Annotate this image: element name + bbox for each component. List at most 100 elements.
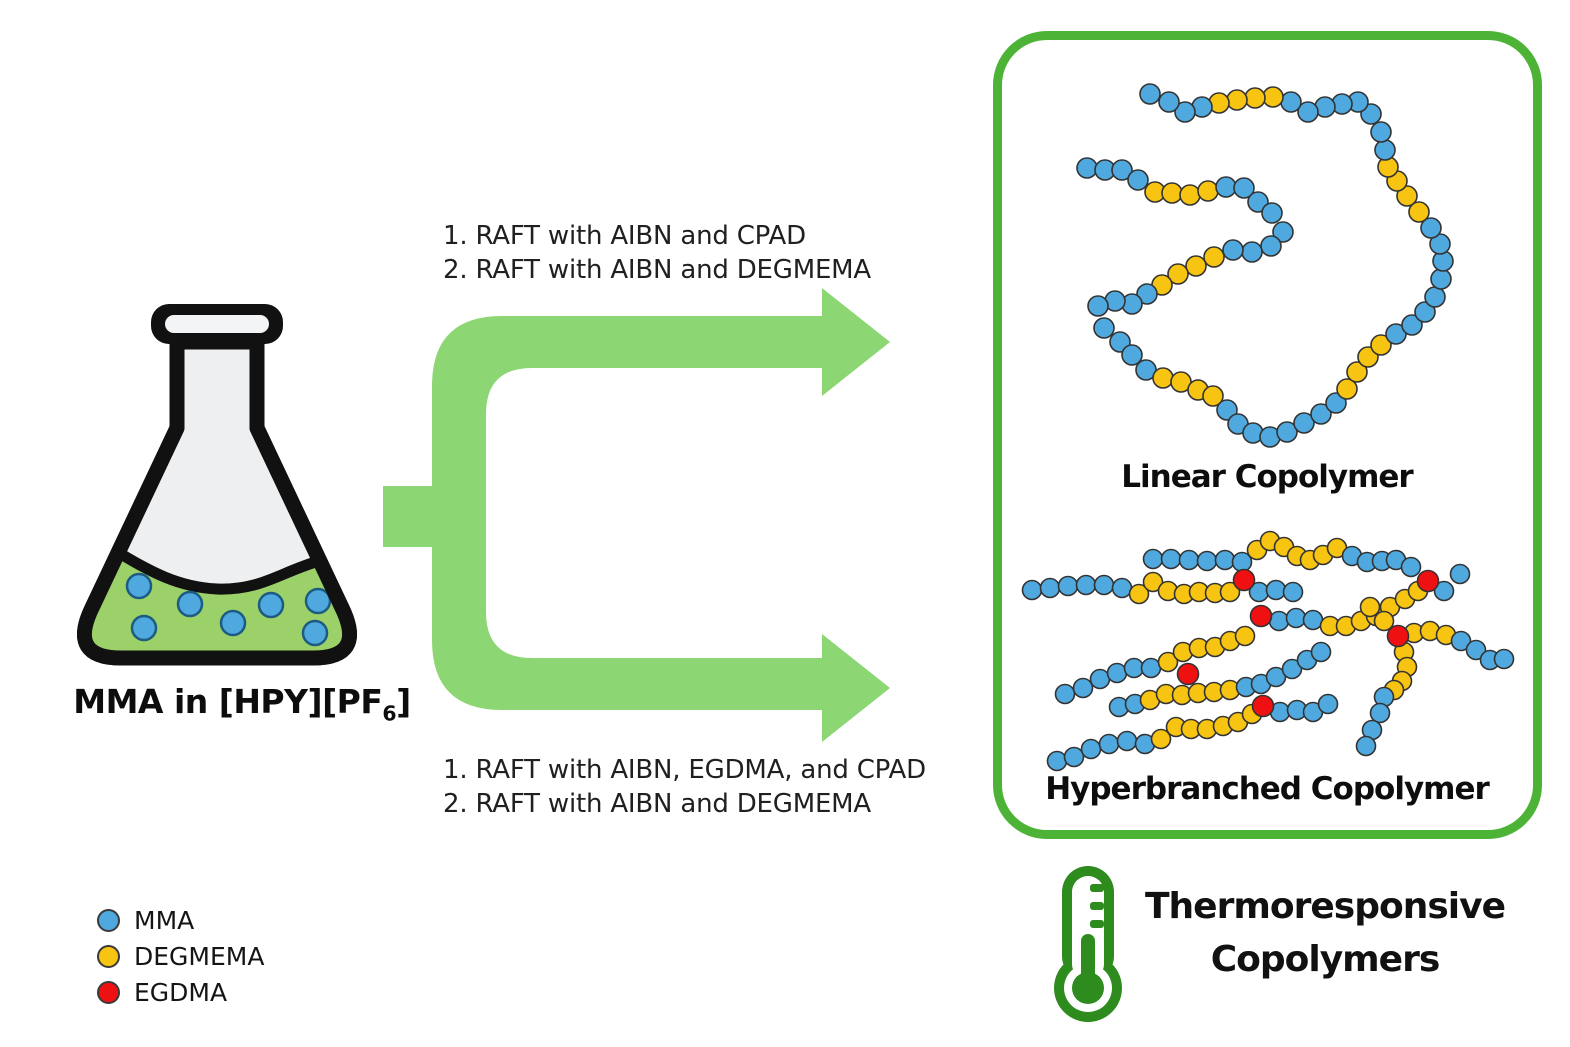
thermoresponsive-title-line1: Thermoresponsive	[1145, 886, 1506, 927]
monomer-bead	[1128, 583, 1150, 605]
crosslink-bead	[1176, 662, 1200, 686]
mma-bubble	[176, 590, 204, 618]
monomer-bead	[1160, 548, 1182, 570]
monomer-bead	[1076, 157, 1098, 179]
monomer-bead	[1285, 607, 1307, 629]
monomer-bead	[1465, 639, 1487, 661]
top-route-step-2: 2. RAFT with AIBN and DEGMEMA	[443, 255, 871, 285]
monomer-bead	[1310, 403, 1332, 425]
monomer-bead	[1400, 556, 1422, 578]
mma-bubble	[301, 619, 329, 647]
crosslink-bead	[1386, 624, 1410, 648]
monomer-bead	[1054, 683, 1076, 705]
monomer-bead	[1265, 666, 1287, 688]
monomer-bead	[1373, 610, 1395, 632]
flask-icon	[76, 304, 358, 666]
monomer-bead	[1106, 662, 1128, 684]
monomer-bead	[1297, 101, 1319, 123]
monomer-bead	[1196, 550, 1218, 572]
crosslink-bead	[1416, 569, 1440, 593]
monomer-bead	[1161, 182, 1183, 204]
mma-bubble	[219, 609, 247, 637]
monomer-bead	[1370, 334, 1392, 356]
monomer-bead	[1244, 87, 1266, 109]
mma-dot-icon	[97, 909, 120, 932]
hyperbranched-copolymer-graphic	[1021, 530, 1515, 772]
monomer-bead	[1424, 286, 1446, 308]
monomer-bead	[1396, 185, 1418, 207]
monomer-bead	[1202, 385, 1224, 407]
monomer-bead	[1268, 610, 1290, 632]
monomer-bead	[1075, 574, 1097, 596]
monomer-bead	[1185, 255, 1207, 277]
monomer-bead	[1336, 378, 1358, 400]
monomer-bead	[1317, 693, 1339, 715]
legend-item-MMA: MMA	[97, 906, 264, 935]
monomer-bead	[1174, 101, 1196, 123]
monomer-bead	[1374, 139, 1396, 161]
crosslink-bead	[1232, 568, 1256, 592]
legend-item-EGDMA: EGDMA	[97, 978, 264, 1007]
bottom-route-step-2: 2. RAFT with AIBN and DEGMEMA	[443, 789, 871, 819]
monomer-bead	[1414, 301, 1436, 323]
monomer-bead	[1057, 575, 1079, 597]
monomer-bead	[1203, 246, 1225, 268]
mma-bubble	[304, 587, 332, 615]
flask-label-main: MMA in [HPY][PF	[73, 682, 383, 721]
top-route-steps: 1. RAFT with AIBN and CPAD 2. RAFT with …	[443, 219, 871, 287]
monomer-bead	[1265, 579, 1287, 601]
hyperbranched-copolymer-label: Hyperbranched Copolymer	[1045, 771, 1490, 807]
monomer-bead	[1450, 630, 1472, 652]
monomer-bead	[1241, 241, 1263, 263]
monomer-bead	[1215, 176, 1237, 198]
thermometer-icon	[1054, 866, 1122, 1022]
monomer-bead	[1214, 549, 1236, 571]
monomer-bead	[1039, 577, 1061, 599]
monomer-bead	[1046, 750, 1068, 772]
bottom-route-steps: 1. RAFT with AIBN, EGDMA, and CPAD 2. RA…	[443, 753, 926, 821]
monomer-bead	[1420, 217, 1442, 239]
monomer-bead	[1140, 657, 1162, 679]
monomer-bead	[1280, 91, 1302, 113]
monomer-bead	[1281, 658, 1303, 680]
monomer-bead	[1262, 86, 1284, 108]
monomer-bead	[1127, 169, 1149, 191]
monomer-bead	[1142, 548, 1164, 570]
monomer-bead	[1282, 581, 1304, 603]
monomer-bead	[1087, 295, 1109, 317]
monomer-bead	[1178, 549, 1200, 571]
legend: MMA DEGMEMA EGDMA	[97, 906, 264, 1014]
monomer-bead	[1226, 89, 1248, 111]
monomer-bead	[1234, 625, 1256, 647]
monomer-bead	[1346, 361, 1368, 383]
thermoresponsive-title: Thermoresponsive Copolymers	[1120, 880, 1530, 986]
crosslink-bead	[1251, 694, 1275, 718]
monomer-bead	[1247, 191, 1269, 213]
linear-copolymer-label: Linear Copolymer	[1121, 459, 1413, 495]
legend-label: MMA	[134, 906, 195, 935]
flask-label-subscript: 6	[382, 701, 397, 726]
monomer-bead	[1111, 577, 1133, 599]
top-route-step-1: 1. RAFT with AIBN and CPAD	[443, 221, 806, 251]
mma-bubble	[130, 614, 158, 642]
monomer-bead	[1429, 233, 1451, 255]
flask-label: MMA in [HPY][PF6]	[57, 682, 427, 726]
monomer-bead	[1093, 574, 1115, 596]
monomer-bead	[1293, 412, 1315, 434]
monomer-bead	[1121, 344, 1143, 366]
mma-bubble	[125, 572, 153, 600]
thermoresponsive-title-line2: Copolymers	[1210, 939, 1441, 980]
monomer-bead	[1433, 580, 1455, 602]
monomer-bead	[1142, 571, 1164, 593]
monomer-bead	[1197, 180, 1219, 202]
monomer-bead	[1216, 399, 1238, 421]
monomer-bead	[1150, 728, 1172, 750]
monomer-bead	[1139, 83, 1161, 105]
legend-label: DEGMEMA	[134, 942, 265, 971]
monomer-bead	[1158, 91, 1180, 113]
linear-copolymer-graphic	[1076, 83, 1454, 448]
monomer-bead	[1310, 641, 1332, 663]
monomer-bead	[1089, 668, 1111, 690]
